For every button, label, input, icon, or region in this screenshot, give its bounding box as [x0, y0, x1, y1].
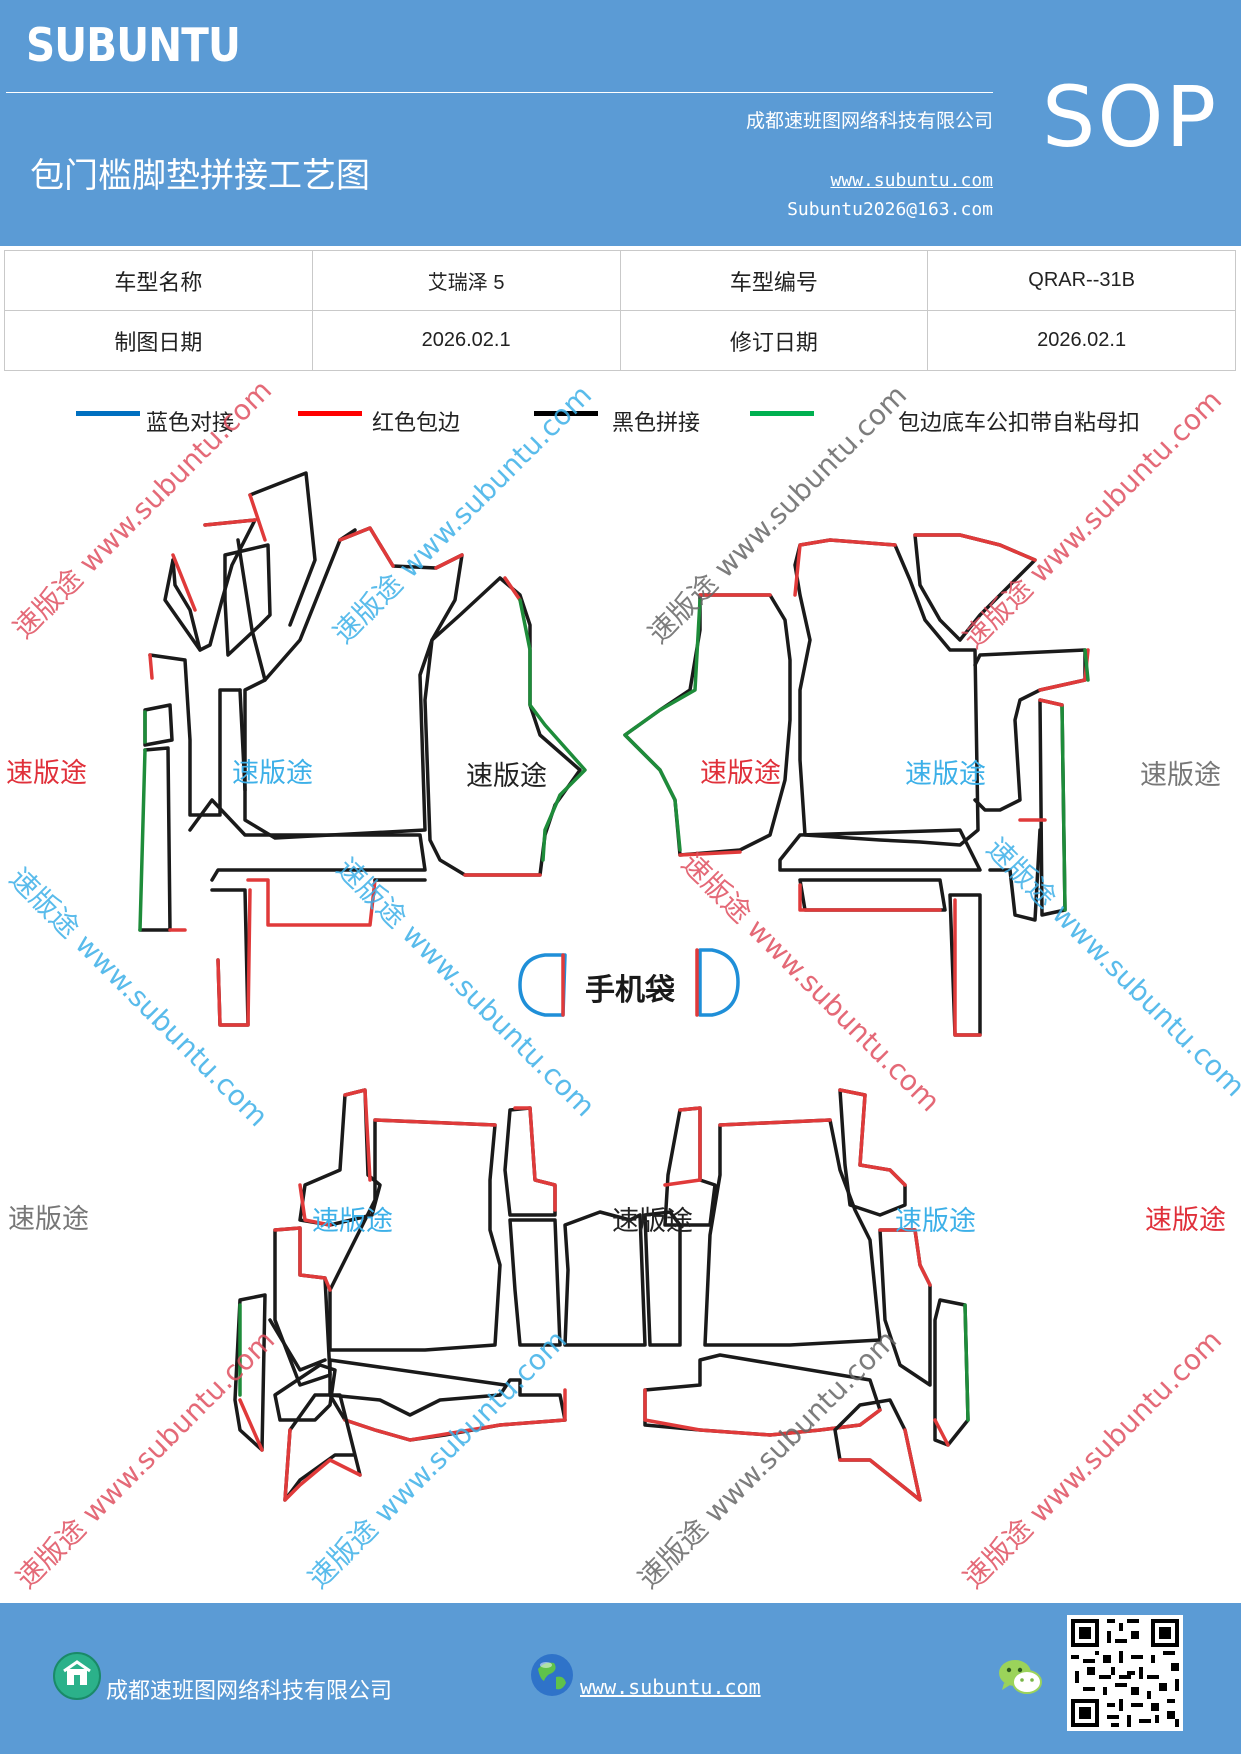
website-link[interactable]: www.subuntu.com: [830, 170, 993, 191]
watermark-url: 速版途 www.subuntu.com: [327, 378, 599, 650]
legend-label: 包边底车公扣带自粘母扣: [898, 411, 1141, 436]
draw-date-value: 2026.02.1: [311, 310, 621, 371]
sop-badge: SOP: [1042, 68, 1219, 166]
header-banner: SUBUNTU 成都速班图网络科技有限公司 包门槛脚垫拼接工艺图 www.sub…: [0, 0, 1241, 246]
legend-swatch-blue: [76, 411, 140, 416]
watermark-url: 速版途 www.subuntu.com: [957, 1323, 1229, 1595]
watermark-url: 速版途 www.subuntu.com: [10, 1323, 282, 1595]
legend-label: 红色包边: [372, 411, 461, 436]
pattern-piece-left-triangles: [163, 518, 272, 657]
info-table: 车型名称 艾瑞泽 5 车型编号 QRAR--31B 制图日期 2026.02.1…: [4, 250, 1236, 371]
pattern-piece-left-door: [423, 576, 587, 877]
table-row: 制图日期 2026.02.1 修订日期 2026.02.1: [4, 310, 1236, 371]
brand-logo: SUBUNTU: [26, 18, 241, 72]
watermark-label: 速版途: [466, 761, 547, 792]
watermark-url: 速版途 www.subuntu.com: [3, 862, 275, 1134]
footer-banner: 成都速班图网络科技有限公司 www.subuntu.com: [0, 1603, 1241, 1754]
watermark-url: 速版途 www.subuntu.com: [675, 847, 947, 1119]
legend-label: 蓝色对接: [146, 411, 235, 436]
header-divider: [6, 92, 993, 93]
watermark-url: 速版途 www.subuntu.com: [302, 1323, 574, 1595]
pattern-piece-right-column: [778, 818, 1047, 1037]
legend-swatch-red: [298, 411, 362, 416]
pattern-piece-rear-right: [643, 1088, 970, 1502]
watermark-label: 速版途: [8, 1204, 89, 1235]
watermark-label: 速版途: [232, 758, 313, 789]
legend-swatch-black: [534, 411, 598, 416]
watermark-label: 速版途: [1145, 1205, 1226, 1236]
watermark-url: 速版途 www.subuntu.com: [957, 383, 1229, 655]
watermark-label: 速版途: [612, 1206, 693, 1237]
watermark-label: 速版途: [905, 759, 986, 790]
watermark-url: 速版途 www.subuntu.com: [980, 832, 1241, 1104]
watermark-label: 速版途: [312, 1206, 393, 1237]
home-badge-icon: [53, 1652, 101, 1700]
pattern-piece-front-right-mat: [793, 533, 1090, 917]
phone-bag-label: 手机袋: [585, 973, 675, 1008]
legend-swatch-green: [750, 411, 814, 416]
watermark-label: 速版途: [700, 758, 781, 789]
globe-icon: [531, 1654, 573, 1696]
model-code-label: 车型编号: [619, 250, 929, 311]
footer-website-link[interactable]: www.subuntu.com: [580, 1675, 761, 1699]
model-name-value: 艾瑞泽 5: [311, 250, 621, 311]
watermark-url: 速版途 www.subuntu.com: [330, 852, 602, 1124]
pattern-piece-right-door: [623, 593, 792, 857]
color-legend: 蓝色对接 红色包边 黑色拼接 包边底车公扣带自粘母扣: [76, 405, 1176, 445]
watermark-label: 速版途: [1140, 760, 1221, 791]
watermark-label: 速版途: [6, 758, 87, 789]
model-name-label: 车型名称: [4, 250, 313, 311]
watermark-label: 速版途: [895, 1206, 976, 1237]
pattern-piece-rear-left: [233, 1088, 567, 1502]
company-name: 成都速班图网络科技有限公司: [745, 110, 993, 132]
revise-date-label: 修订日期: [619, 310, 929, 371]
watermark-url: 速版途 www.subuntu.com: [7, 373, 279, 645]
legend-label: 黑色拼接: [612, 411, 701, 436]
footer-company-name: 成都速班图网络科技有限公司: [106, 1679, 393, 1704]
wechat-icon[interactable]: [996, 1655, 1044, 1699]
email-address[interactable]: Subuntu2026@163.com: [787, 199, 993, 220]
revise-date-value: 2026.02.1: [927, 310, 1236, 371]
draw-date-label: 制图日期: [4, 310, 313, 371]
document-title: 包门槛脚垫拼接工艺图: [30, 156, 370, 196]
phone-bag-pieces: [518, 948, 740, 1017]
pattern-piece-left-column: [138, 653, 427, 1027]
qr-code[interactable]: [1067, 1615, 1183, 1731]
